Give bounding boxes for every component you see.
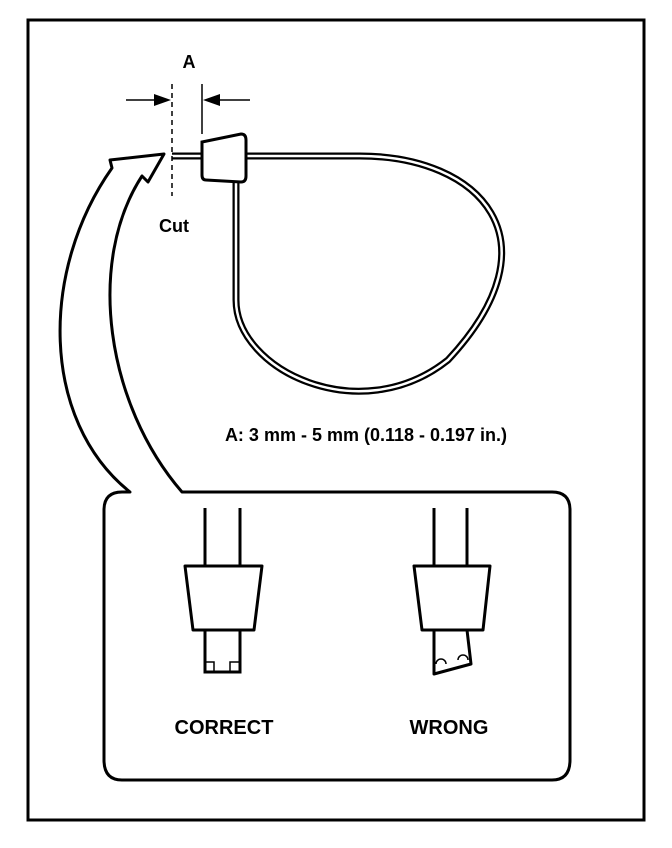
wrong-tie-head xyxy=(412,564,492,632)
correct-cut-illustration xyxy=(183,508,264,674)
outer-frame xyxy=(26,18,646,822)
dimension-arrow-right xyxy=(203,94,220,106)
dimension-a xyxy=(126,84,250,134)
correct-tie-head xyxy=(183,564,264,632)
dimension-arrow-left xyxy=(154,94,171,106)
cut-label: Cut xyxy=(159,216,189,236)
callout-box xyxy=(58,152,572,782)
cable-tie-illustration xyxy=(172,132,506,395)
wrong-strap-end xyxy=(432,629,473,676)
correct-label: CORRECT xyxy=(175,717,274,739)
callout-outline xyxy=(58,152,572,782)
tie-band-inner xyxy=(172,154,503,393)
tie-head xyxy=(200,132,248,184)
correct-strap-end xyxy=(203,630,242,674)
wrong-cut-illustration xyxy=(412,508,492,676)
dimension-letter: A xyxy=(183,52,196,72)
spec-text: A: 3 mm - 5 mm (0.118 - 0.197 in.) xyxy=(225,425,507,445)
wrong-label: WRONG xyxy=(410,717,489,739)
